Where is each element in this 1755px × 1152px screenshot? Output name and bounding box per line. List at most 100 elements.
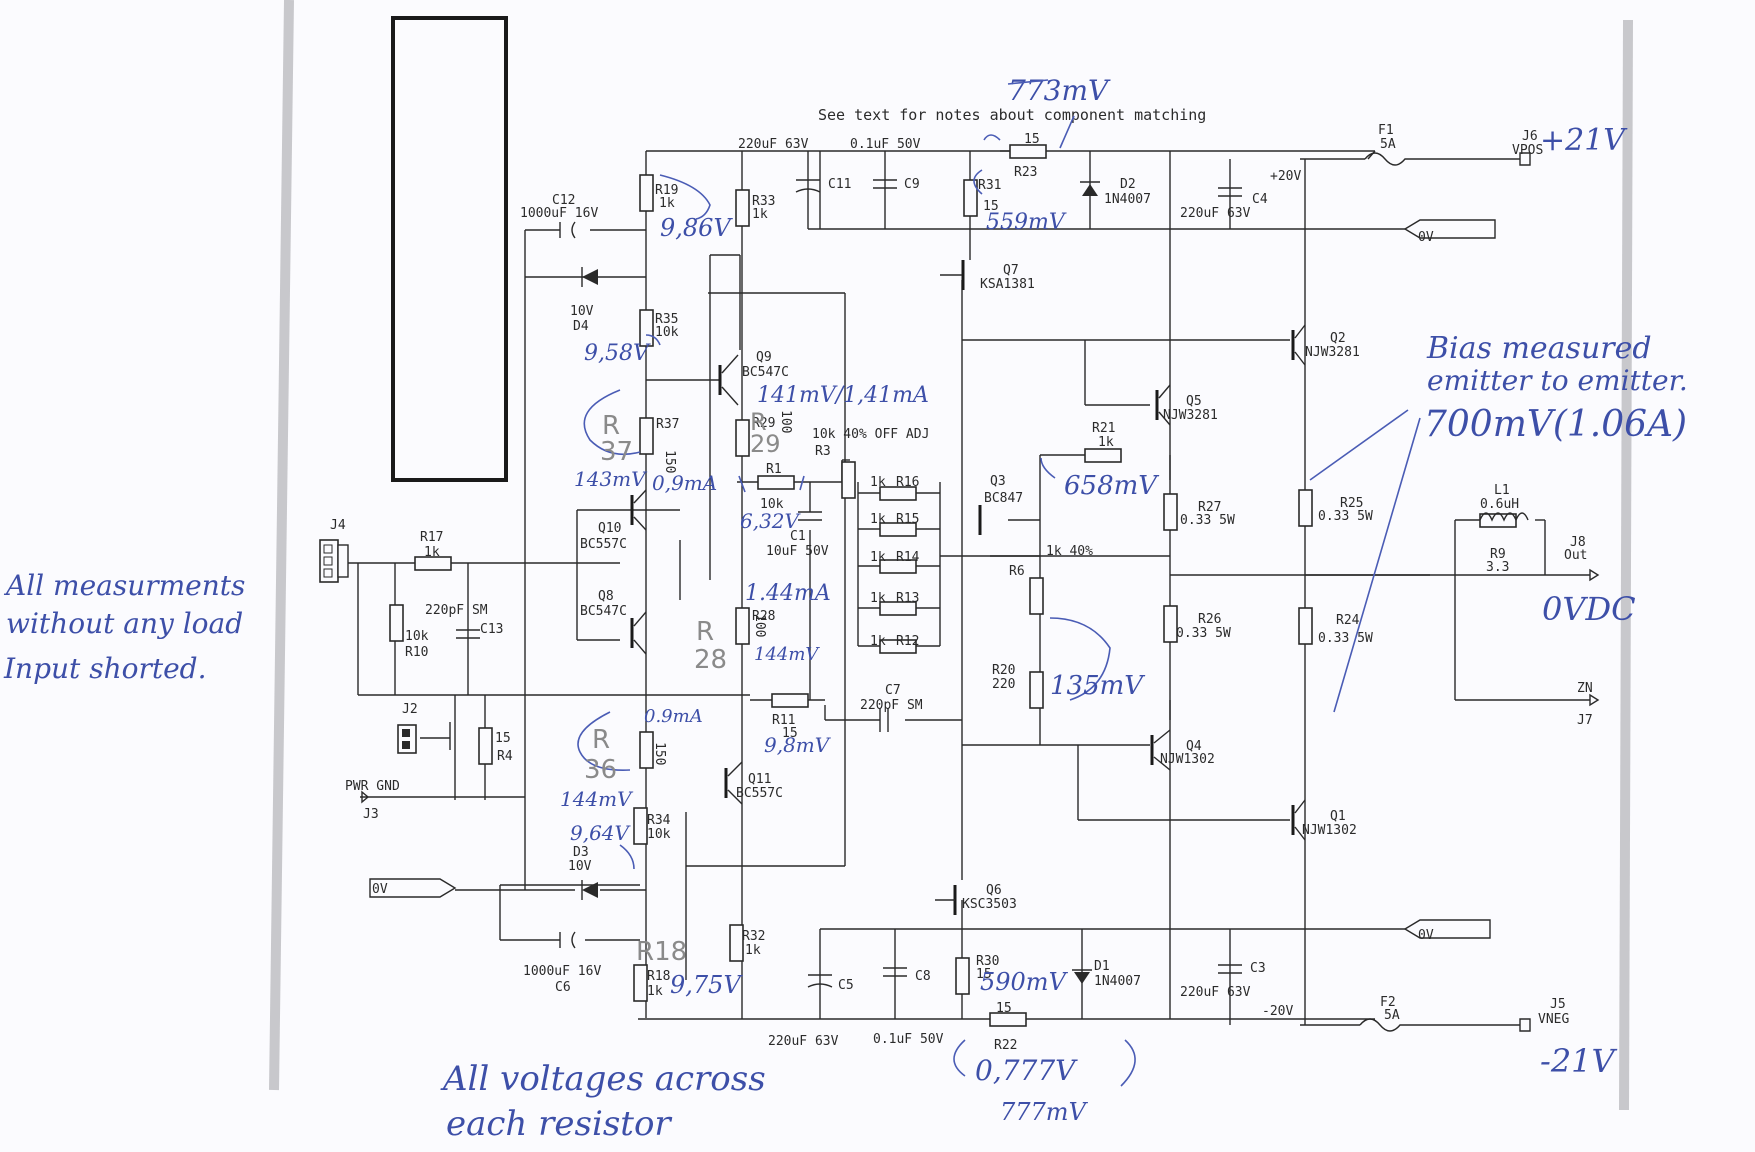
transistor-q9	[718, 354, 739, 406]
ink-v-r22-mv: 777mV	[1000, 1098, 1089, 1126]
capacitor-c11	[795, 179, 821, 193]
ink-v-r34: 9,64V	[570, 821, 632, 845]
wires	[335, 150, 1590, 1026]
gnd-flag-left	[369, 878, 457, 898]
ink-bracket-r22-right	[1120, 1039, 1136, 1087]
ink-arrow-r1-b	[799, 475, 805, 491]
label-r30-ref: R30	[976, 954, 999, 969]
label-c8-ref: C8	[915, 969, 931, 984]
label-j7-name: ZN	[1577, 681, 1593, 696]
label-q1-value: NJW1302	[1302, 823, 1357, 838]
resistor-r14	[879, 559, 917, 574]
label-r29-value: 100	[778, 410, 793, 433]
label-r20-value: 220	[992, 677, 1015, 692]
resistor-r9	[1479, 513, 1517, 528]
resistor-r22	[989, 1012, 1027, 1027]
label-c5-value: 220uF 63V	[768, 1034, 839, 1049]
pencil-r29-tag: R	[750, 408, 767, 436]
ink-v-r37: 143mV	[574, 467, 648, 491]
pencil-r37-tag: R	[602, 411, 620, 441]
label-q8-value: BC547C	[580, 604, 627, 619]
ink-bias-value: 700mV(1.06A)	[1424, 404, 1687, 445]
transistor-q11	[724, 761, 743, 805]
pin-j3	[361, 790, 370, 804]
resistor-r23	[1009, 144, 1047, 159]
label-r19-value: 1k	[659, 196, 675, 211]
capacitor-c12	[559, 221, 576, 239]
label-q2-value: NJW3281	[1305, 345, 1360, 360]
label-q8-ref: Q8	[598, 589, 614, 604]
label-r9-value: 3.3	[1486, 560, 1509, 575]
label-r15-ref: R15	[896, 512, 919, 527]
resistor-r16	[879, 486, 917, 501]
resistor-r19	[639, 174, 654, 212]
pin-j5	[1519, 1018, 1531, 1032]
label-r13-value: 1k	[870, 591, 886, 606]
capacitor-c5	[807, 974, 833, 988]
label-r34-value: 10k	[647, 827, 671, 842]
label-c1-value: 10uF 50V	[766, 544, 829, 559]
pencil-r29-num: 29	[750, 430, 781, 458]
label-j3-name: PWR GND	[345, 779, 400, 794]
pencil-r28-num: 28	[694, 645, 727, 675]
ink-v-r20: 135mV	[1050, 671, 1145, 701]
ink-v-r1: 6,32V	[740, 509, 802, 533]
label-r25-value: 0.33 5W	[1318, 509, 1373, 524]
transistor-q4	[1150, 729, 1171, 771]
label-r1-value: 10k	[760, 497, 784, 512]
label-c3-value: 220uF 63V	[1180, 985, 1251, 1000]
connector-j4	[319, 539, 349, 583]
resistor-r12	[879, 639, 917, 654]
resistor-r37	[639, 417, 654, 455]
label-r19-ref: R19	[655, 183, 678, 198]
resistor-r10	[389, 604, 404, 642]
label-q11-value: BC557C	[736, 786, 783, 801]
resistor-r4	[478, 727, 493, 765]
label-r37-value: 150	[662, 450, 677, 473]
transistor-q6	[935, 885, 957, 915]
fuse-f2	[1359, 1018, 1420, 1032]
resistor-r13	[879, 601, 917, 616]
label-r18-ref: R18	[647, 969, 670, 984]
label-r36-value: 150	[652, 742, 667, 765]
ink-arrow-bias-a	[1309, 409, 1409, 481]
diode-d3	[581, 880, 598, 900]
ink-out-dc: 0VDC	[1542, 590, 1636, 628]
label-l1-value: 0.6uH	[1480, 497, 1519, 512]
label-r23-value: 15	[1024, 132, 1040, 147]
label-r30-value: 15	[976, 967, 992, 982]
resistor-r1	[757, 475, 795, 490]
resistor-r28	[735, 607, 750, 645]
label-d2-value: 1N4007	[1104, 192, 1151, 207]
ink-v-r18: 9,75V	[670, 971, 743, 999]
label-r22-value: 15	[996, 1001, 1012, 1016]
label-gnd-left: 0V	[372, 882, 388, 897]
label-j8-name: Out	[1564, 548, 1587, 563]
label-d2-ref: D2	[1120, 177, 1136, 192]
label-r31-ref: R31	[978, 178, 1001, 193]
capacitor-c6	[559, 931, 576, 949]
pin-j8	[1589, 568, 1600, 582]
label-l1-ref: L1	[1494, 483, 1510, 498]
transistor-q7	[940, 260, 965, 290]
label-q4-value: NJW1302	[1160, 752, 1215, 767]
diode-d2	[1080, 181, 1100, 196]
transistor-q1	[1291, 799, 1306, 841]
ink-vneg-note: -21V	[1540, 1042, 1618, 1080]
label-r11-ref: R11	[772, 713, 795, 728]
resistor-r30	[955, 957, 970, 995]
label-r26-ref: R26	[1198, 612, 1221, 627]
label-r25-ref: R25	[1340, 496, 1363, 511]
ink-v-r36: 144mV	[560, 787, 634, 811]
label-d4-value: 10V	[570, 304, 594, 319]
label-c5-ref: C5	[838, 978, 854, 993]
label-r21-ref: R21	[1092, 421, 1115, 436]
label-c4-value: 220uF 63V	[1180, 206, 1251, 221]
ink-arrow-bias-b	[1333, 417, 1421, 713]
ink-arrow-r34	[619, 844, 635, 870]
label-r10-value: 10k	[405, 629, 429, 644]
pin-j6	[1519, 152, 1531, 166]
ink-vpos-note: +21V	[1540, 123, 1628, 158]
header-note: See text for notes about component match…	[818, 106, 1206, 124]
